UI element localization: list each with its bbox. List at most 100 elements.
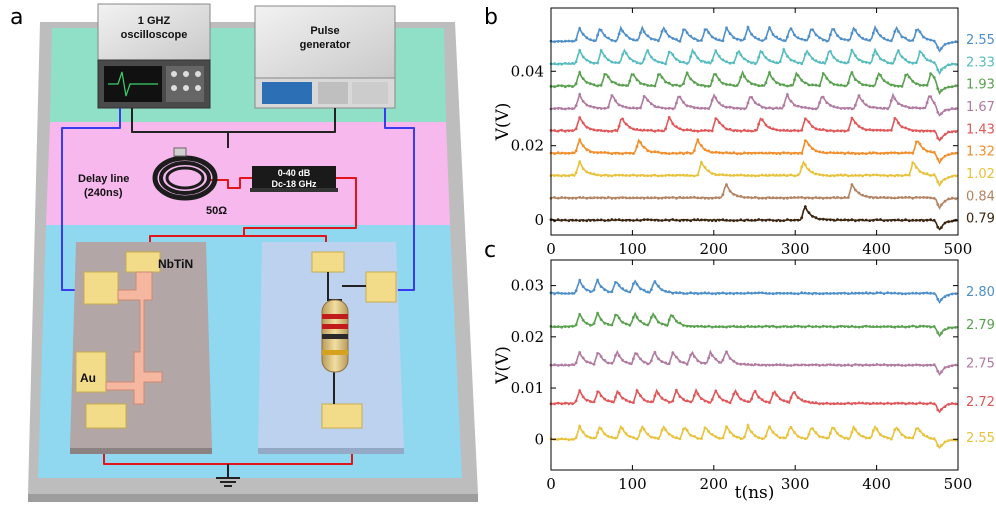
data-point	[585, 125, 589, 129]
data-point	[567, 62, 571, 65]
data-point	[789, 129, 793, 133]
data-point	[606, 151, 610, 155]
data-point	[947, 220, 950, 224]
data-point	[897, 325, 900, 328]
data-point	[685, 173, 689, 177]
data-point	[793, 363, 796, 367]
y-axis-title-b: V(V)	[493, 103, 513, 142]
data-point	[789, 196, 793, 200]
data-point	[886, 401, 890, 405]
data-point	[689, 105, 693, 108]
data-point	[825, 129, 829, 133]
data-point	[825, 101, 829, 105]
data-point	[646, 84, 650, 87]
data-point	[746, 25, 750, 29]
pulse-generator-label-1: Pulse	[310, 25, 339, 37]
data-point	[871, 325, 875, 328]
data-point	[743, 399, 746, 402]
axes-frame-c	[550, 259, 959, 471]
data-point	[553, 325, 556, 329]
data-point	[764, 151, 768, 155]
data-point	[796, 74, 800, 77]
data-point	[606, 196, 610, 199]
data-point	[578, 219, 582, 223]
data-point	[696, 359, 700, 363]
data-point	[639, 174, 642, 177]
data-point	[811, 427, 814, 430]
data-point	[635, 315, 639, 319]
data-point	[925, 149, 929, 153]
data-point	[628, 79, 632, 83]
data-point	[596, 278, 599, 282]
data-point	[914, 291, 918, 295]
data-point	[811, 28, 814, 31]
data-point	[571, 363, 574, 366]
data-point	[592, 83, 596, 87]
data-point	[646, 149, 650, 153]
data-point	[632, 401, 635, 404]
data-point	[753, 36, 757, 39]
data-point	[929, 363, 932, 367]
data-point	[585, 219, 589, 223]
data-point	[868, 363, 872, 367]
data-point	[646, 218, 650, 222]
data-point	[667, 432, 671, 436]
data-point	[871, 429, 875, 432]
data-point	[753, 174, 757, 178]
data-point	[854, 428, 857, 431]
data-point	[757, 363, 761, 367]
data-point	[599, 83, 603, 87]
attenuator-label-2: Dc-18 GHz	[271, 179, 317, 189]
data-point	[889, 128, 893, 132]
data-point	[871, 292, 875, 295]
data-point	[735, 362, 739, 365]
data-point	[936, 297, 940, 301]
data-point	[843, 152, 847, 156]
data-point	[771, 77, 775, 81]
data-point	[678, 151, 682, 155]
data-point	[560, 196, 564, 199]
data-point	[889, 61, 893, 65]
data-point	[589, 361, 592, 365]
y-tick-label: 0.01	[511, 379, 544, 397]
data-point	[682, 152, 685, 156]
data-point	[800, 291, 804, 295]
data-point	[950, 41, 954, 44]
data-point	[857, 432, 861, 436]
data-point	[832, 56, 836, 59]
data-point	[571, 61, 574, 65]
data-point	[760, 151, 764, 155]
data-point	[649, 400, 653, 404]
data-point	[728, 127, 732, 131]
x-tick-label: 400	[862, 240, 891, 258]
data-point	[649, 55, 653, 59]
data-point	[864, 363, 868, 367]
data-point	[563, 325, 567, 328]
data-point	[829, 431, 832, 435]
data-point	[893, 428, 897, 432]
data-point	[599, 427, 603, 431]
data-point	[721, 173, 725, 177]
data-point	[675, 38, 678, 41]
data-point	[610, 80, 614, 84]
data-point	[596, 390, 599, 394]
data-point	[771, 173, 775, 177]
data-point	[907, 60, 911, 64]
zone-delay-line	[46, 122, 450, 225]
data-point	[700, 144, 703, 147]
data-point	[796, 196, 800, 199]
data-point	[649, 128, 653, 132]
data-point	[642, 95, 646, 98]
data-point	[660, 288, 664, 292]
data-point	[667, 106, 671, 110]
data-point	[614, 354, 617, 357]
data-point	[943, 177, 947, 181]
data-point	[918, 196, 922, 199]
data-point	[628, 106, 632, 110]
data-point	[940, 444, 943, 447]
data-point	[882, 195, 886, 199]
data-point	[836, 59, 839, 62]
data-point	[678, 437, 682, 441]
data-point	[950, 62, 954, 66]
data-point	[836, 325, 839, 329]
